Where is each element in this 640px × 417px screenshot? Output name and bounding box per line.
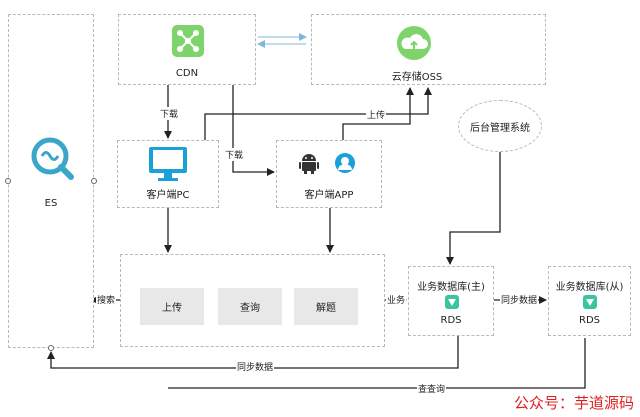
edge-label-business: 业务 xyxy=(386,293,407,306)
oss-label: 云存储OSS xyxy=(391,72,443,83)
db-slave-title: 业务数据库(从) xyxy=(555,282,624,293)
edge-label-download-pc: 下载 xyxy=(159,107,180,120)
edge-label-query: 查查询 xyxy=(417,382,447,395)
rds-database-icon xyxy=(445,295,459,309)
pc-to-oss-arrow xyxy=(204,87,432,140)
pc-client-label: 客户端PC xyxy=(146,190,190,201)
oss-node: 云存储OSS xyxy=(311,14,546,85)
watermark: 公众号：芋道源码 xyxy=(511,392,636,413)
edge-label-sync-es: 同步数据 xyxy=(236,360,275,373)
service-solve-button[interactable]: 解题 xyxy=(294,288,358,325)
db-master-title: 业务数据库(主) xyxy=(417,282,485,293)
pc-client-node: 客户端PC xyxy=(117,140,219,208)
es-search-icon xyxy=(31,137,74,180)
cloud-storage-icon xyxy=(397,26,431,60)
cdn-node: CDN xyxy=(118,14,256,85)
admin-system-label: 后台管理系统 xyxy=(470,122,530,134)
service-query-button[interactable]: 查询 xyxy=(218,288,282,325)
es-node: ES xyxy=(8,14,94,348)
edge-label-upload: 上传 xyxy=(366,108,387,121)
edge-label-search: 搜索 xyxy=(96,293,117,306)
es-handle-bottom xyxy=(48,345,54,351)
es-handle-left xyxy=(5,178,11,184)
edge-label-download-app: 下载 xyxy=(224,148,245,161)
services-container: 上传 查询 解题 xyxy=(120,254,385,347)
es-handle-right xyxy=(91,178,97,184)
db-master-sub: RDS xyxy=(440,315,462,326)
android-icon xyxy=(299,154,319,174)
es-label: ES xyxy=(44,198,58,209)
edge-label-sync-slave: 同步数据 xyxy=(500,293,539,306)
app-client-node: 客户端APP xyxy=(276,140,382,208)
service-upload-button[interactable]: 上传 xyxy=(140,288,204,325)
cdn-network-icon xyxy=(172,25,204,57)
monitor-icon xyxy=(149,147,187,181)
rds-database-icon xyxy=(583,295,597,309)
app-to-oss-arrow xyxy=(342,87,414,140)
db-slave-sub: RDS xyxy=(579,315,600,326)
user-icon xyxy=(335,153,355,173)
admin-to-master-arrow xyxy=(446,152,501,265)
db-slave-node: 业务数据库(从) RDS xyxy=(548,266,631,336)
app-client-label: 客户端APP xyxy=(304,190,354,201)
slave-query-line xyxy=(168,338,586,389)
cdn-label: CDN xyxy=(175,68,199,79)
admin-system-node: 后台管理系统 xyxy=(458,100,542,152)
db-master-node: 业务数据库(主) RDS xyxy=(408,266,494,336)
